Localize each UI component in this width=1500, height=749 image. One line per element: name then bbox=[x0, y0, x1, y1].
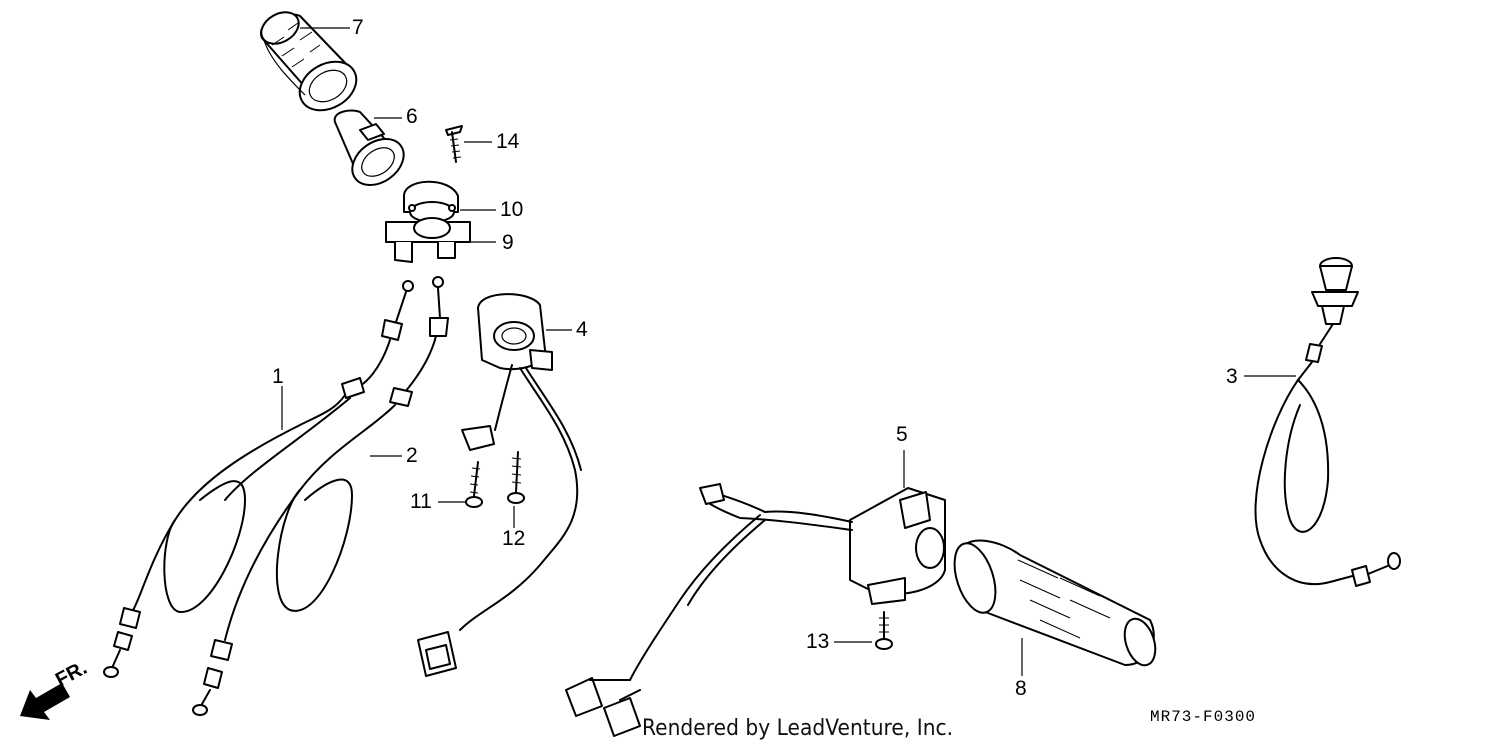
throttle-cable-part-1 bbox=[103, 280, 414, 678]
throttle-housing-part-9-10 bbox=[385, 180, 471, 263]
part-label-2: 2 bbox=[406, 444, 418, 467]
right-handlebar-switch-part-4 bbox=[417, 293, 582, 677]
part-label-14: 14 bbox=[496, 130, 520, 153]
diagram-code: MR73-F0300 bbox=[1150, 708, 1257, 726]
part-label-11: 11 bbox=[410, 490, 432, 513]
left-handlebar-switch-part-5 bbox=[565, 483, 946, 737]
left-grip-part-8 bbox=[953, 539, 1157, 667]
part-label-12: 12 bbox=[502, 527, 526, 550]
part-label-10: 10 bbox=[500, 198, 524, 221]
part-label-8: 8 bbox=[1015, 677, 1027, 700]
screw-part-14 bbox=[445, 125, 463, 163]
screw-part-11 bbox=[465, 461, 483, 508]
part-label-3: 3 bbox=[1226, 365, 1238, 388]
choke-cable-part-3 bbox=[1254, 257, 1401, 587]
front-direction-arrow bbox=[20, 683, 70, 720]
part-label-13: 13 bbox=[806, 630, 830, 653]
leader-lines bbox=[281, 27, 1296, 676]
part-label-9: 9 bbox=[502, 231, 514, 254]
screw-part-13 bbox=[875, 611, 893, 650]
part-label-4: 4 bbox=[576, 318, 588, 341]
part-label-7: 7 bbox=[352, 16, 364, 39]
part-label-1: 1 bbox=[272, 365, 284, 388]
part-label-6: 6 bbox=[406, 105, 418, 128]
render-credit: Rendered by LeadVenture, Inc. bbox=[642, 716, 954, 741]
screw-part-12 bbox=[507, 451, 525, 504]
part-label-5: 5 bbox=[896, 423, 908, 446]
throttle-cable-part-2 bbox=[192, 276, 449, 716]
throttle-pipe-part-6 bbox=[333, 109, 405, 186]
throttle-grip-part-7 bbox=[259, 11, 358, 112]
